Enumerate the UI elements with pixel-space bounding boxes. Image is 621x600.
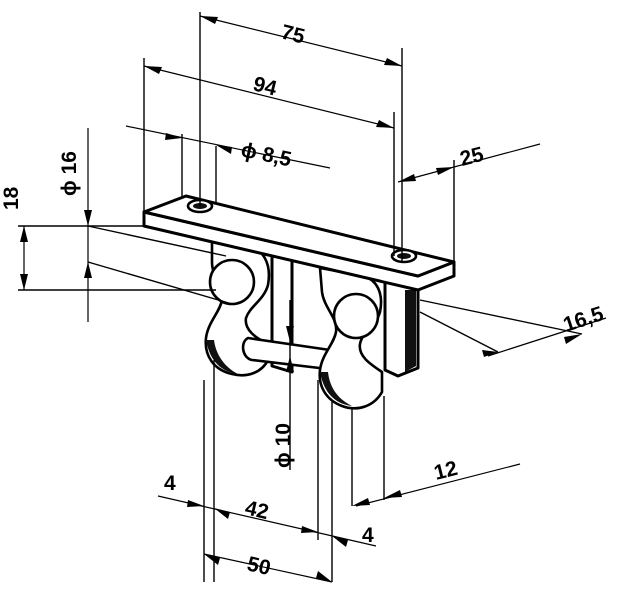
extension-lines xyxy=(18,12,583,582)
dim-25-label: 25 xyxy=(458,143,487,171)
left-bore xyxy=(208,258,256,306)
dim-42-label: 42 xyxy=(243,496,271,524)
dim-94-label: 94 xyxy=(251,73,280,101)
right-bore xyxy=(332,292,380,340)
dim-50-label: 50 xyxy=(245,552,273,580)
dim-8-5-label: ϕ 8,5 xyxy=(239,138,294,171)
dim-75-label: 75 xyxy=(279,21,308,49)
dim-12-label: 12 xyxy=(432,457,460,485)
dim-16-5-label: 16,5 xyxy=(560,302,606,337)
dim-16-label: ϕ 16 xyxy=(58,151,81,196)
dim-18-label: 18 xyxy=(0,186,23,210)
dimension-labels: 75 94 ϕ 8,5 25 ϕ 16 18 16,5 ϕ 10 12 4 42… xyxy=(0,21,607,581)
dim-10-label: ϕ 10 xyxy=(272,423,295,468)
dimension-lines xyxy=(20,15,607,583)
dim-4-left-label: 4 xyxy=(164,472,176,495)
bracket-part xyxy=(142,194,456,410)
dim-4-right-label: 4 xyxy=(362,524,374,547)
